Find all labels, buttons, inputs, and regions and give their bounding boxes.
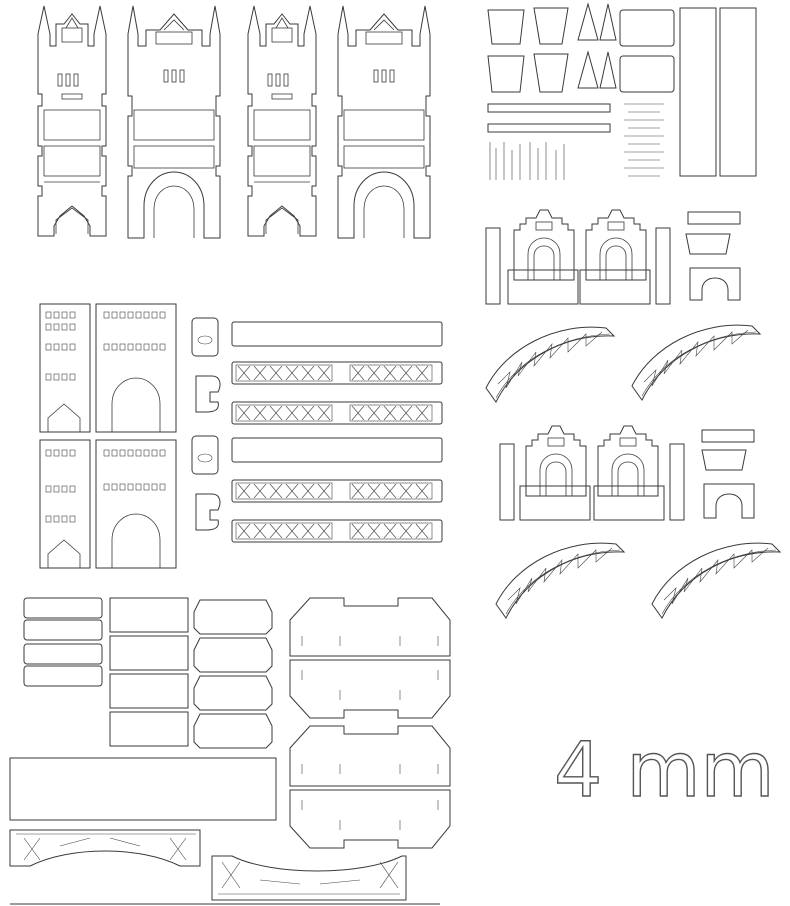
arch-truss-4 xyxy=(651,542,781,619)
tower-panel-4 xyxy=(337,5,431,239)
arch-truss-3 xyxy=(495,542,625,619)
bridge-truss-right xyxy=(211,855,407,901)
tower-panel-3 xyxy=(247,5,317,237)
arch-truss-1 xyxy=(485,326,615,403)
gate-assembly-upper xyxy=(485,209,741,305)
deck-strips xyxy=(231,321,443,543)
tower-panel-1 xyxy=(37,5,107,237)
thickness-text: 4 mm xyxy=(554,726,775,806)
arch-truss-2 xyxy=(631,324,761,401)
tower-panel-2 xyxy=(127,5,221,239)
small-parts-cluster xyxy=(487,2,757,180)
material-thickness-label: 4 mm xyxy=(552,726,788,806)
thickness-label-graphic: 4 mm xyxy=(553,726,775,806)
base-plates xyxy=(289,597,451,849)
facade-panels xyxy=(39,303,177,569)
connector-parts xyxy=(191,317,221,531)
bridge-truss-left xyxy=(9,829,201,867)
road-deck-pieces xyxy=(9,597,277,821)
gate-assembly-lower xyxy=(499,425,755,521)
